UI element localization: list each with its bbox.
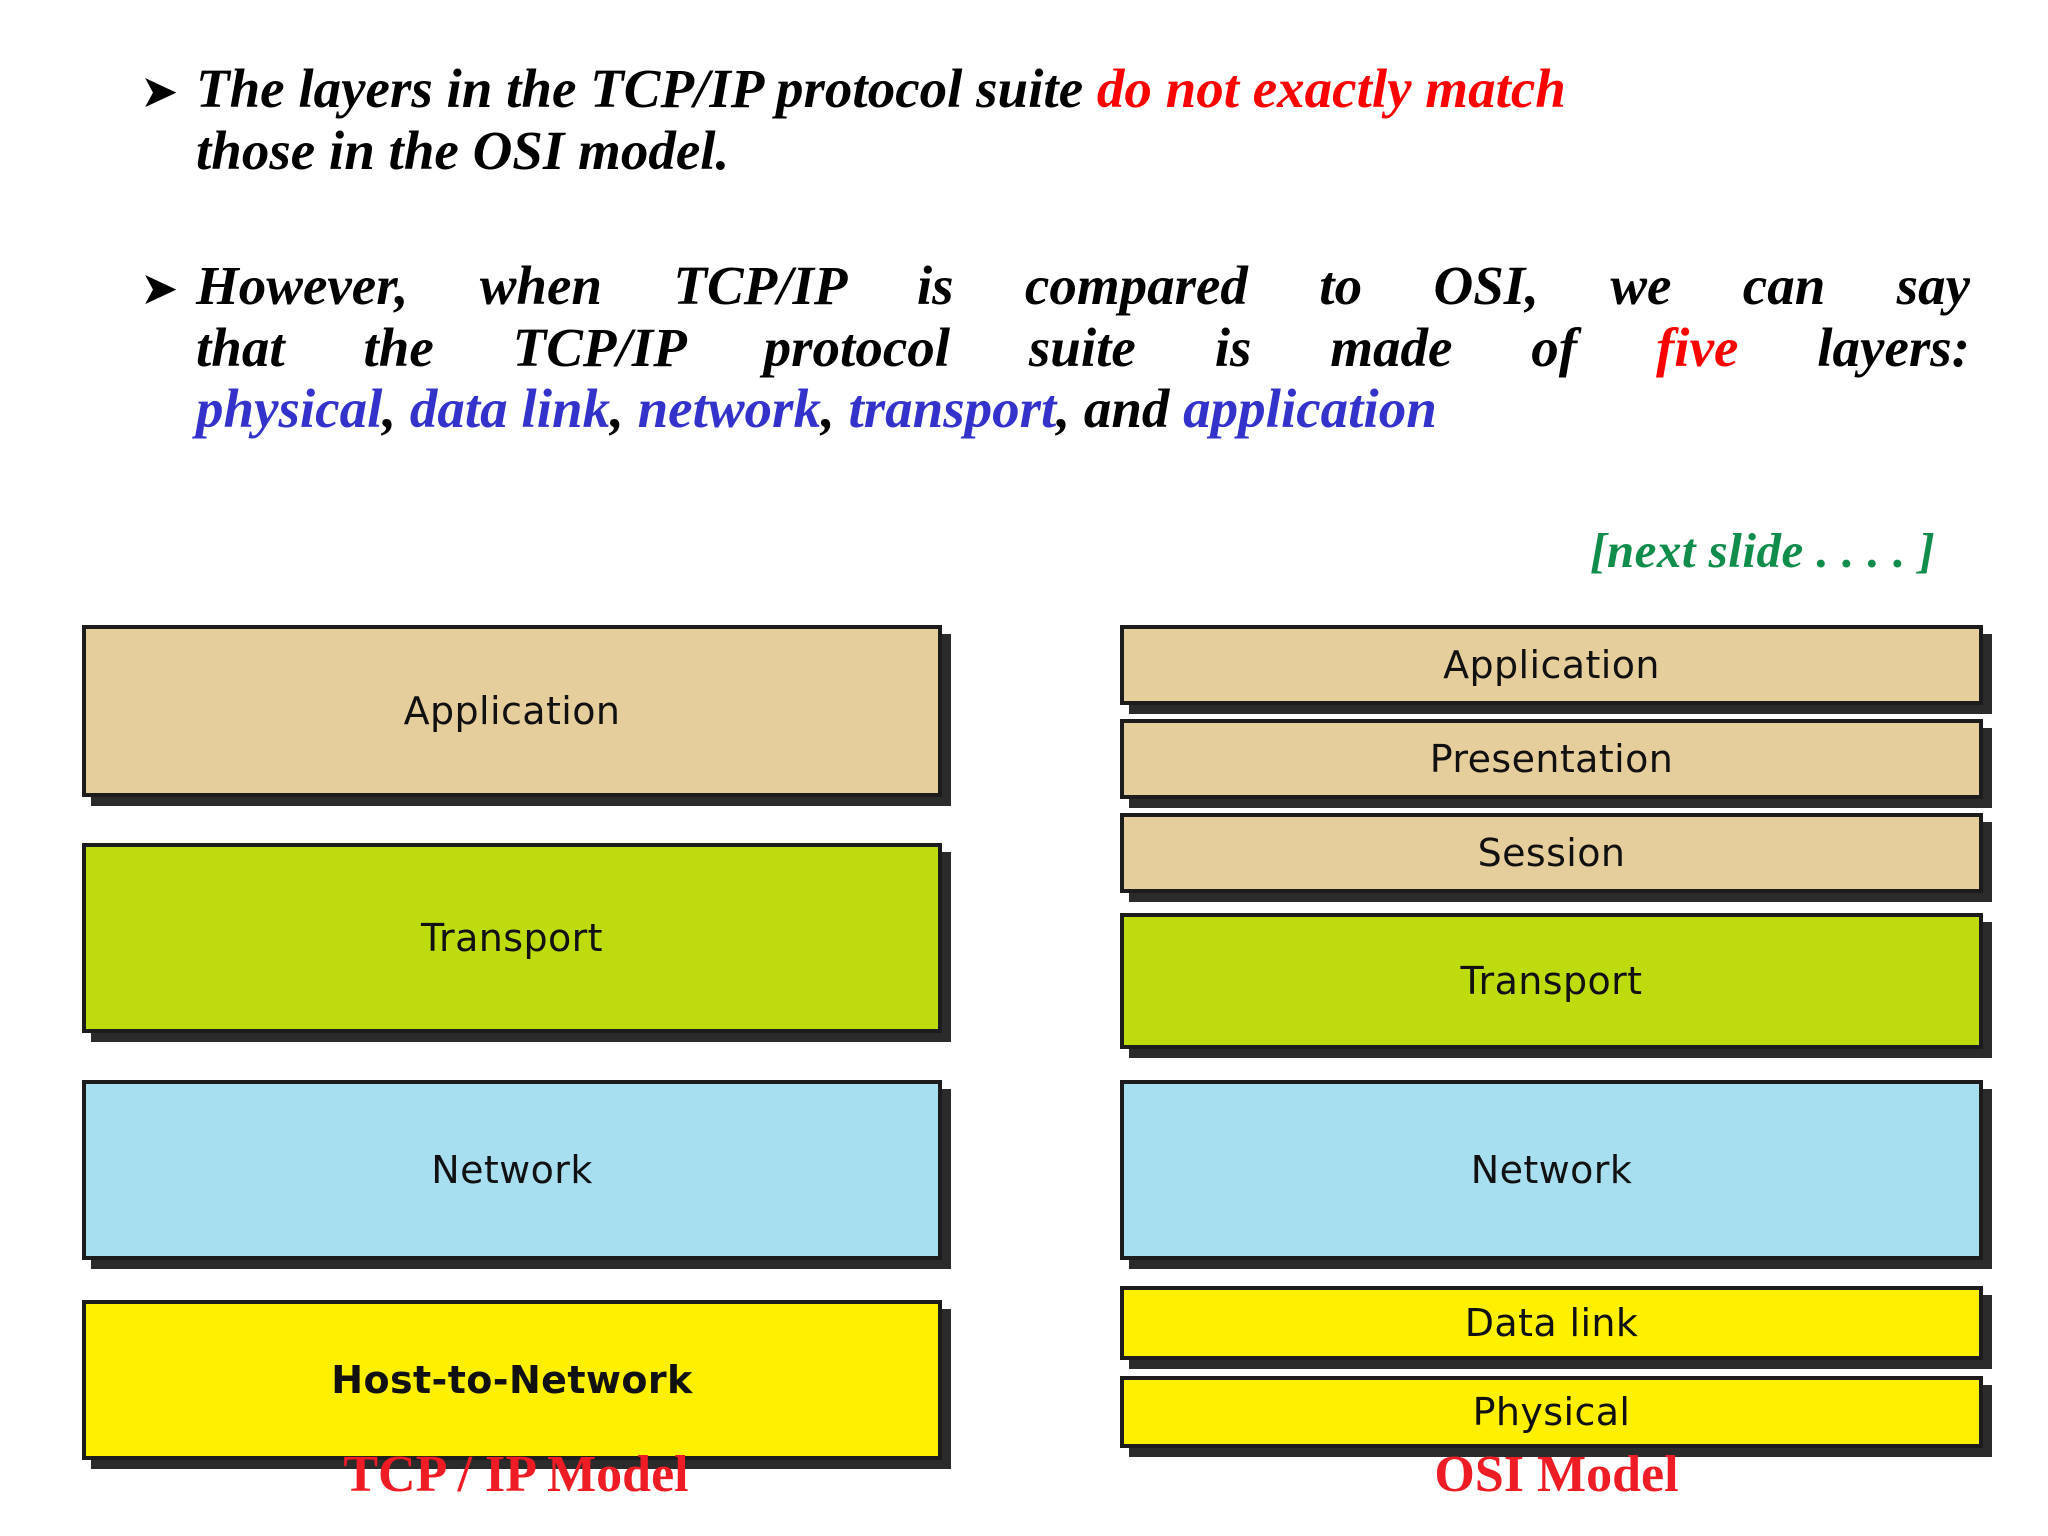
osi-layer-label: Session [1477,831,1626,875]
bullet-arrow-icon-2: ➤ [140,261,179,315]
bullet-1-text: The layers in the TCP/IP protocol suite … [196,58,1970,181]
osi-layer-transport[interactable]: Transport [1120,913,1983,1049]
osi-layer-label: Network [1470,1148,1633,1192]
tcpip-layer-label: Application [403,689,621,733]
tcpip-layer-label: Transport [421,916,603,960]
tcpip-layer-transport[interactable]: Transport [82,843,942,1033]
layer-name-physical: physical [196,378,383,440]
layer-name-transport: transport [848,378,1057,440]
tcpip-layer-network[interactable]: Network [82,1080,942,1260]
tcpip-layer-application[interactable]: Application [82,625,942,797]
tcpip-layer-label: Host-to-Network [331,1358,693,1402]
osi-layer-label: Transport [1460,959,1643,1003]
comma-1: , [382,378,410,440]
bullet-item-2: ➤ However, when TCP/IP is compared to OS… [140,255,1970,440]
bullet-2-line-1: However, when TCP/IP is compared to OSI,… [196,255,1970,316]
bullet-2-line-3: physical, data link, network, transport,… [196,378,1970,440]
layer-name-data-link: data link [409,378,611,440]
osi-layer-data-link[interactable]: Data link [1120,1286,1983,1360]
layer-name-network: network [637,378,821,440]
osi-layer-label: Data link [1464,1301,1639,1345]
bullet-item-1: ➤ The layers in the TCP/IP protocol suit… [140,58,1970,181]
layer-name-application: application [1183,378,1437,440]
osi-layer-session[interactable]: Session [1120,813,1983,893]
bullet-2-text: However, when TCP/IP is compared to OSI,… [196,255,1970,440]
tcpip-model-caption: TCP / IP Model [343,1446,689,1503]
comma-2: , [610,378,638,440]
bullet-1-segment-black: The layers in the TCP/IP protocol suite [196,58,1097,119]
next-slide-note: [next slide . . . . ] [1590,523,1936,578]
osi-layer-label: Presentation [1429,737,1674,781]
bullet-1-segment-red: do not exactly match [1096,58,1566,119]
slide-text-area: ➤ The layers in the TCP/IP protocol suit… [0,0,2048,600]
osi-layer-application[interactable]: Application [1120,625,1983,705]
tcpip-layer-label: Network [431,1148,593,1192]
conjunction-and: , and [1056,378,1184,440]
bullet-2-seg-b: layers: [1738,316,1970,378]
comma-3: , [820,378,849,440]
bullet-2-seg-five: five [1655,316,1739,378]
osi-model-caption: OSI Model [1434,1446,1679,1503]
osi-layer-network[interactable]: Network [1120,1080,1983,1260]
osi-layer-label: Application [1443,643,1660,687]
bullet-1-segment-line2: those in the OSI model. [196,119,730,181]
tcpip-layer-host-to-network[interactable]: Host-to-Network [82,1300,942,1460]
bullet-2-line-2: that the TCP/IP protocol suite is made o… [196,317,1970,379]
osi-layer-physical[interactable]: Physical [1120,1376,1983,1448]
osi-layer-label: Physical [1472,1390,1631,1434]
bullet-2-seg-a: that the TCP/IP protocol suite is made o… [196,316,1656,378]
osi-layer-presentation[interactable]: Presentation [1120,719,1983,799]
bullet-arrow-icon: ➤ [140,64,179,118]
